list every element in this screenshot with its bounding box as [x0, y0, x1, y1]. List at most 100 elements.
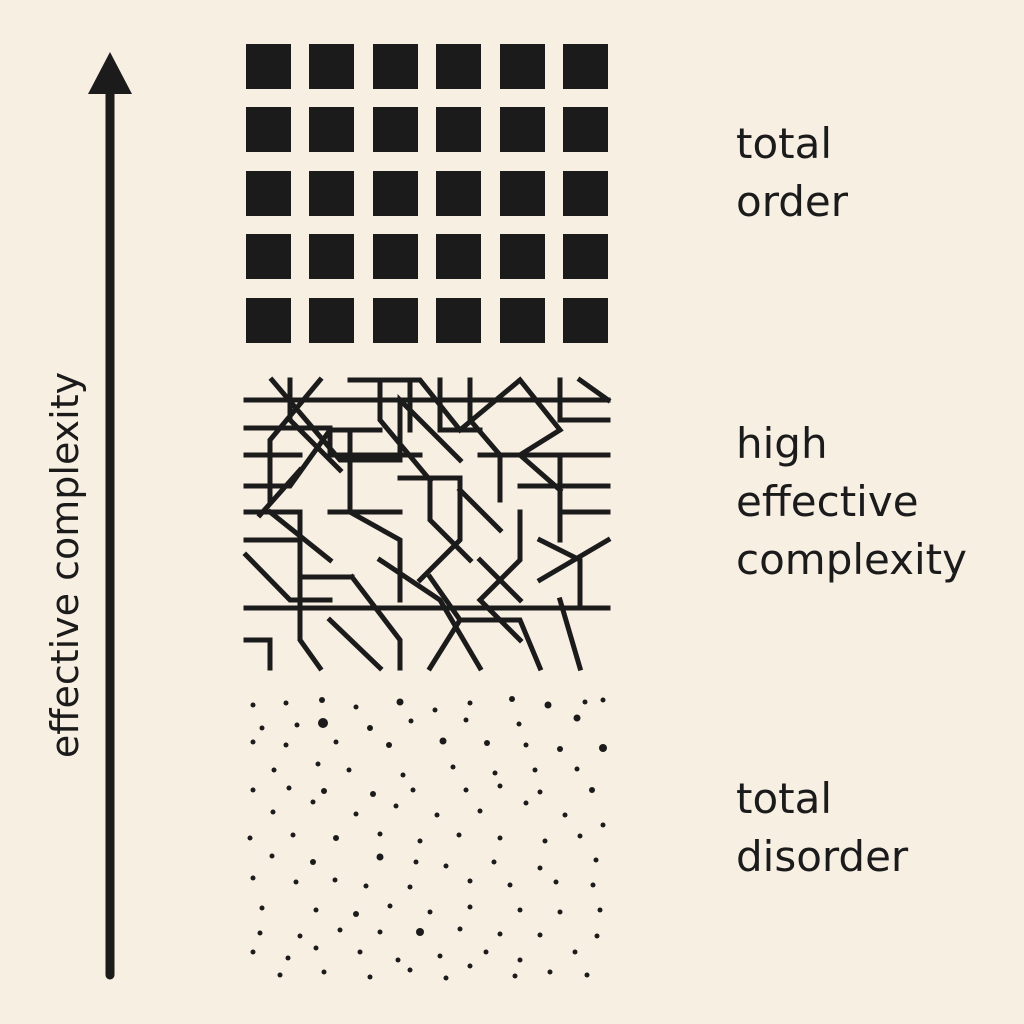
- disorder-dot: [333, 739, 339, 745]
- disorder-dot: [353, 811, 359, 817]
- order-square: [246, 171, 291, 216]
- axis-arrowhead: [88, 52, 132, 94]
- disorder-dot: [407, 884, 413, 890]
- order-square: [373, 171, 418, 216]
- order-square: [563, 44, 608, 89]
- disorder-dot: [512, 973, 518, 979]
- order-square: [373, 298, 418, 343]
- disorder-dot: [270, 809, 276, 815]
- disorder-dot: [517, 957, 523, 963]
- order-square: [246, 298, 291, 343]
- label-total-order: total order: [736, 115, 848, 231]
- order-square: [309, 234, 354, 279]
- disorder-dot: [417, 838, 423, 844]
- disorder-dot: [537, 865, 543, 871]
- tangle-segment: [467, 377, 503, 503]
- order-square: [436, 171, 481, 216]
- disorder-dot: [432, 707, 438, 713]
- disorder-dot: [589, 787, 595, 793]
- disorder-dot: [283, 742, 289, 748]
- order-square: [563, 234, 608, 279]
- disorder-dot: [413, 859, 419, 865]
- disorder-dot: [594, 933, 600, 939]
- order-square: [500, 234, 545, 279]
- order-square: [309, 298, 354, 343]
- order-square: [500, 107, 545, 152]
- disorder-dot: [597, 907, 603, 913]
- disorder-dot: [582, 699, 588, 705]
- disorder-dot: [537, 932, 543, 938]
- tangle-segment: [348, 573, 403, 671]
- label-line: total: [736, 119, 833, 168]
- tangle-segment: [266, 508, 334, 564]
- tangle-segment: [242, 551, 333, 603]
- disorder-dot: [321, 969, 327, 975]
- disorder-dot: [313, 945, 319, 951]
- disorder-dot: [416, 928, 424, 936]
- disorder-dot: [277, 972, 283, 978]
- tangle-segment: [576, 376, 612, 404]
- disorder-dot: [370, 791, 376, 797]
- disorder-dot: [497, 835, 503, 841]
- disorder-dot: [407, 967, 413, 973]
- tangle-segment: [268, 376, 464, 464]
- order-square: [436, 107, 481, 152]
- tangle-segment: [456, 486, 504, 534]
- disorder-dot: [483, 949, 489, 955]
- tangle-segment: [476, 556, 524, 604]
- disorder-dot: [319, 697, 325, 703]
- disorder-dot: [357, 949, 363, 955]
- disorder-dot: [557, 746, 563, 752]
- order-square: [436, 44, 481, 89]
- tangle-segment: [347, 376, 524, 434]
- disorder-dot: [562, 812, 568, 818]
- disorder-dot: [271, 767, 277, 773]
- disorder-dot: [517, 907, 523, 913]
- order-square: [373, 107, 418, 152]
- disorder-dot: [532, 767, 538, 773]
- order-square: [500, 171, 545, 216]
- tangle-segment: [557, 377, 611, 423]
- tangle-segment: [243, 637, 273, 671]
- disorder-dot: [337, 927, 343, 933]
- disorder-dot: [593, 857, 599, 863]
- disorder-dot: [247, 835, 253, 841]
- tangle-segment: [267, 376, 324, 503]
- disorder-dot: [467, 904, 473, 910]
- tangle-segment: [536, 536, 612, 584]
- tangle-segment: [457, 617, 544, 672]
- tangle-segment: [243, 425, 423, 458]
- disorder-dot: [377, 929, 383, 935]
- disorder-dot: [310, 859, 316, 865]
- order-square: [563, 171, 608, 216]
- disorder-dot: [293, 879, 299, 885]
- disorder-dot: [257, 930, 263, 936]
- disorder-dot: [443, 863, 449, 869]
- label-line: order: [736, 177, 848, 226]
- disorder-dot: [333, 835, 339, 841]
- disorder-dot: [553, 879, 559, 885]
- tangle-segment: [437, 377, 483, 433]
- tangle-segment: [515, 376, 564, 494]
- disorder-dot: [294, 722, 300, 728]
- disorder-dot: [386, 742, 392, 748]
- label-line: effective: [736, 477, 919, 526]
- tangle-segment: [347, 427, 403, 603]
- disorder-dot: [573, 714, 581, 722]
- disorder-dot: [363, 883, 369, 889]
- disorder-dot: [572, 949, 578, 955]
- disorder-dot: [410, 787, 416, 793]
- up-arrow-icon: [88, 52, 132, 980]
- disorder-dot: [574, 766, 580, 772]
- label-high-effective-complexity: high effective complexity: [736, 415, 967, 589]
- order-square: [246, 107, 291, 152]
- disorder-dot: [463, 787, 469, 793]
- disorder-dot: [393, 803, 399, 809]
- disorder-dot: [283, 700, 289, 706]
- tangle-segment: [376, 556, 484, 672]
- disorder-dot: [408, 718, 414, 724]
- disorder-dot: [577, 833, 583, 839]
- disorder-dot: [313, 907, 319, 913]
